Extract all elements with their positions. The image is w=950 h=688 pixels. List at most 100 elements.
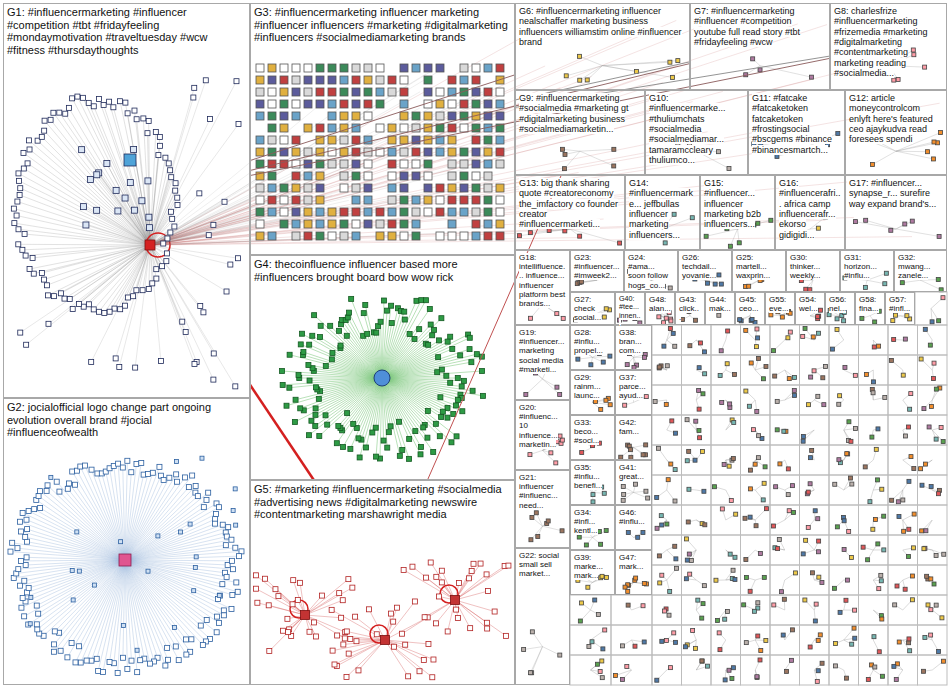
hub-vertex (374, 370, 390, 386)
vertex (166, 657, 171, 662)
vertex (388, 208, 396, 216)
vertex (134, 462, 139, 467)
vertex-link (150, 163, 475, 245)
vertex (186, 485, 191, 490)
vertex-link (18, 244, 150, 246)
vertex-link (135, 245, 150, 368)
vertex (451, 411, 456, 416)
vertex-link (24, 560, 125, 616)
vertex-link (39, 560, 125, 634)
vertex (376, 88, 384, 96)
vertex-link (113, 107, 150, 245)
vertex (22, 578, 27, 583)
vertex (364, 184, 372, 192)
vertex (26, 508, 31, 513)
vertex (412, 208, 420, 216)
vertex-link (150, 65, 867, 245)
vertex-link (382, 378, 402, 450)
vertex (25, 527, 30, 532)
vertex (352, 76, 360, 84)
vertex (292, 100, 300, 108)
vertex-link (896, 143, 937, 151)
vertex-link (385, 601, 415, 640)
vertex (165, 251, 170, 256)
vertex (467, 335, 472, 340)
vertex (164, 259, 169, 264)
vertex (352, 208, 360, 216)
vertex (16, 227, 21, 232)
vertex (229, 606, 234, 611)
vertex (340, 184, 348, 192)
vertex (389, 321, 394, 326)
vertex-link (125, 560, 158, 658)
vertex (424, 196, 432, 204)
vertex (313, 412, 318, 417)
vertex (193, 565, 197, 569)
vertex-link (330, 326, 382, 378)
vertex (146, 119, 151, 124)
vertex (280, 382, 285, 387)
vertex-link (150, 20, 716, 245)
vertex-link (543, 379, 560, 394)
vertex-link (580, 151, 614, 166)
vertex-link (94, 106, 150, 245)
vertex (496, 160, 504, 168)
vertex (157, 464, 162, 469)
vertex-link (755, 430, 762, 439)
vertex (292, 76, 300, 84)
vertex (436, 88, 444, 96)
vertex (211, 351, 216, 356)
vertex (230, 593, 235, 598)
vertex-link (28, 560, 125, 625)
vertex (256, 112, 264, 120)
vertex (206, 233, 211, 238)
vertex (352, 88, 360, 96)
vertex-link (125, 493, 208, 560)
vertex-link (866, 220, 896, 229)
vertex (316, 184, 324, 192)
vertex-link (455, 600, 506, 636)
vertex-link (543, 526, 563, 531)
vertex-link (125, 527, 228, 560)
vertex (310, 333, 315, 338)
vertex (439, 367, 444, 372)
vertex-link (896, 229, 939, 236)
vertex-link (72, 472, 125, 560)
vertex (480, 393, 485, 398)
vertex (222, 199, 227, 204)
vertex (268, 208, 276, 216)
vertex (77, 569, 81, 573)
vertex-link (125, 560, 179, 660)
vertex (352, 220, 360, 228)
vertex (180, 319, 185, 324)
vertex (89, 658, 94, 663)
vertex-link (150, 88, 493, 245)
vertex (412, 232, 420, 240)
vertex (318, 335, 323, 340)
vertex-link (382, 378, 409, 439)
vertex (107, 99, 112, 104)
vertex (220, 582, 225, 587)
vertex (256, 160, 264, 168)
vertex (412, 220, 420, 228)
vertex (165, 236, 170, 241)
vertex-link (150, 92, 482, 245)
vertex (336, 423, 341, 428)
vertex (472, 232, 480, 240)
vertex (352, 64, 360, 72)
vertex (54, 479, 59, 484)
vertex-link (77, 97, 150, 245)
vertex (224, 574, 229, 579)
vertex-link (385, 617, 428, 640)
vertex (169, 175, 174, 180)
vertex (440, 409, 445, 414)
vertex (25, 161, 30, 166)
vertex (298, 342, 303, 347)
vertex (58, 291, 63, 296)
vertex (86, 100, 91, 105)
vertex (123, 100, 128, 105)
vertices (8, 48, 947, 685)
vertex (412, 196, 420, 204)
vertex (41, 277, 46, 282)
vertex (256, 196, 264, 204)
